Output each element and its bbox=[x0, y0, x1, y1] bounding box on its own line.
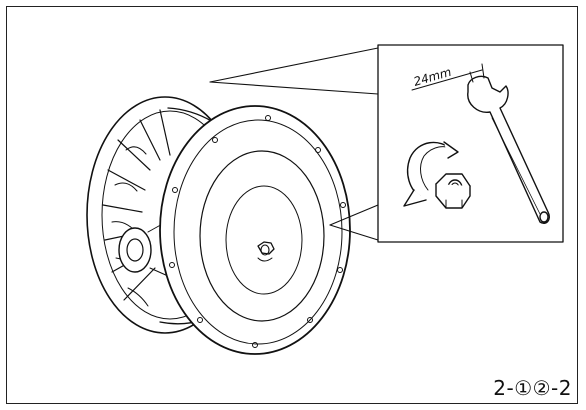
callout-leader bbox=[209, 47, 379, 241]
counterclockwise-arrow-icon bbox=[403, 141, 459, 207]
front-sheave bbox=[159, 105, 351, 355]
pulley-assembly bbox=[86, 96, 351, 355]
hex-nut-icon bbox=[435, 173, 471, 209]
detail-inset: 24mm bbox=[377, 44, 564, 243]
figure-label: 2-①②-2 bbox=[493, 376, 572, 400]
rim-bolts bbox=[169, 115, 346, 348]
center-nut bbox=[257, 241, 275, 262]
